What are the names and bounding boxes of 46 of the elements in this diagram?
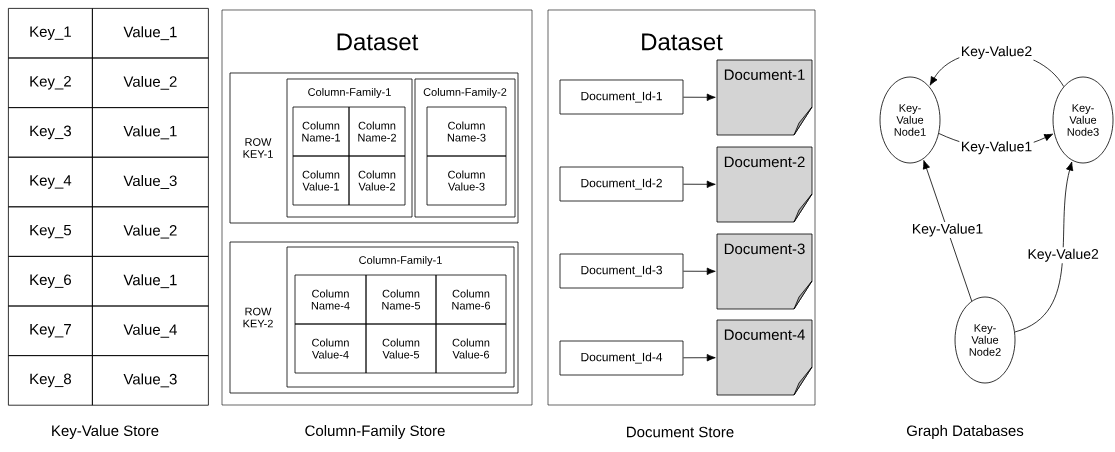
edge-label: Key-Value1 [959,139,1034,156]
table-cell: Key_7 [8,305,93,356]
column-cell: Column Name-6 [435,274,507,325]
column-cell: Column Name-2 [348,106,406,157]
panel-caption: Graph Databases [907,425,1024,439]
table-cell: Value_2 [92,206,209,257]
panel-caption: Column-Family Store [305,425,445,439]
edge-label: Key-Value2 [1026,247,1101,264]
edge-label: Key-Value2 [959,44,1034,61]
table-cell: Value_1 [92,8,209,59]
table-cell: Value_4 [92,305,209,356]
column-cell: Column Value-3 [426,155,507,206]
column-cell: Column Value-4 [294,323,367,374]
table-cell: Key_3 [8,107,93,158]
table-cell: Value_3 [92,355,209,406]
column-cell: Column Name-5 [365,274,437,325]
column-cell: Column Value-1 [292,155,350,206]
table-cell: Key_8 [8,355,93,406]
column-cell: Column Name-3 [426,106,507,157]
column-cell: Column Value-2 [348,155,406,206]
table-cell: Value_3 [92,156,209,208]
arrow [683,180,716,188]
document-id-box: Document_Id-2 [559,166,684,202]
arrow [922,160,973,302]
table-cell: Value_2 [92,57,209,108]
document-id-box: Document_Id-3 [559,253,684,289]
column-cell: Column Value-6 [435,323,507,374]
table-cell: Key_2 [8,57,93,108]
edge-label: Key-Value1 [910,222,985,239]
document-id-box: Document_Id-4 [559,340,684,376]
arrow [683,354,716,362]
column-cell: Column Value-5 [365,323,437,374]
arrow [683,267,716,275]
table-cell: Key_5 [8,206,93,257]
arrow [1014,161,1074,333]
table-cell: Value_1 [92,107,209,158]
table-cell: Key_4 [8,156,93,208]
column-cell: Column Name-1 [292,106,350,157]
panel-caption: Document Store [627,426,734,438]
table-cell: Key_1 [8,8,93,59]
table-cell: Key_6 [8,256,93,307]
column-cell: Column Name-4 [294,274,367,325]
arrow [683,93,716,101]
panel-caption: Key-Value Store [52,425,159,439]
document-id-box: Document_Id-1 [559,79,684,115]
table-cell: Value_1 [92,256,209,307]
